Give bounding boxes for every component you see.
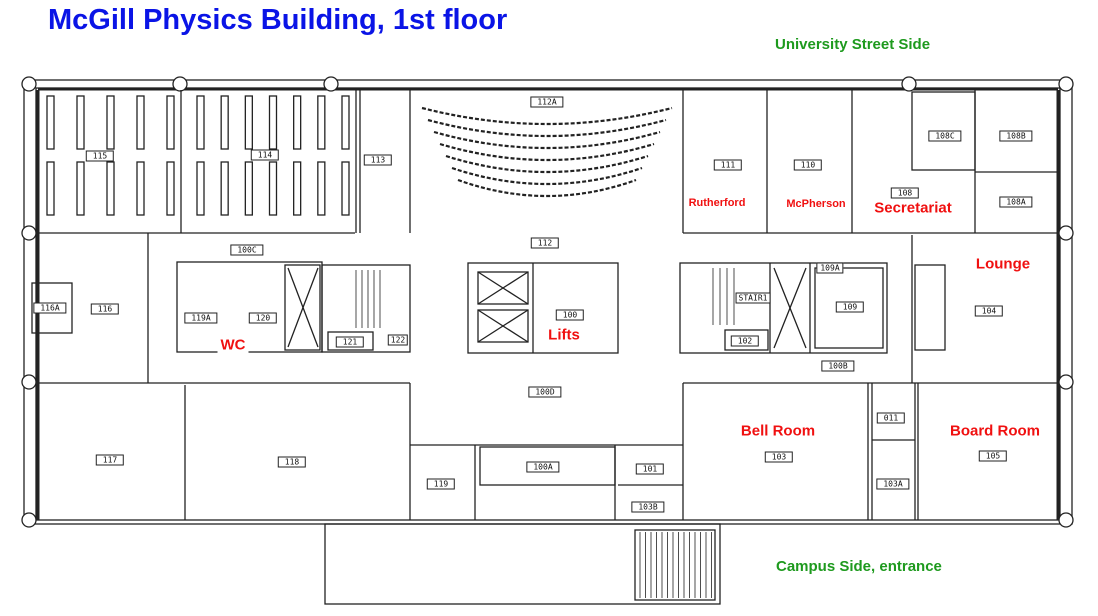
room-119A[interactable]: 119A (184, 312, 218, 324)
desk (293, 161, 302, 216)
desk (220, 95, 229, 150)
lounge-label: Lounge (975, 255, 1031, 273)
desk (268, 95, 278, 150)
room-114[interactable]: 114 (250, 149, 280, 161)
room-117[interactable]: 117 (95, 454, 125, 466)
desk (166, 161, 175, 216)
room-112A[interactable]: 112A (530, 96, 564, 108)
bell-room-label: Bell Room (740, 422, 816, 440)
desk (196, 161, 205, 216)
room-109[interactable]: 109 (835, 301, 865, 313)
rutherford-label: Rutherford (688, 197, 746, 209)
room-100D[interactable]: 100D (528, 386, 562, 398)
room-101[interactable]: 101 (635, 463, 665, 475)
desk (166, 95, 175, 150)
room-100B[interactable]: 100B (821, 360, 855, 372)
room-118[interactable]: 118 (277, 456, 307, 468)
room-108[interactable]: 108 (890, 187, 920, 199)
desk (106, 161, 115, 216)
seat-row (451, 166, 643, 186)
desk (244, 161, 253, 216)
seat-row (457, 178, 637, 198)
room-113[interactable]: 113 (363, 154, 393, 166)
north-side-label: University Street Side (775, 36, 931, 53)
page-title: McGill Physics Building, 1st floor (48, 4, 508, 36)
room-100[interactable]: 100 (555, 309, 585, 321)
room-104[interactable]: 104 (974, 305, 1004, 317)
wc-label: WC (217, 336, 249, 354)
mcpherson-label: McPherson (786, 198, 846, 210)
room-110[interactable]: 110 (793, 159, 823, 171)
room-108A[interactable]: 108A (999, 196, 1033, 208)
room-116A[interactable]: 116A (33, 302, 67, 314)
desk (46, 161, 55, 216)
room-119[interactable]: 119 (426, 478, 456, 490)
desk (76, 161, 85, 216)
room-011[interactable]: 011 (876, 412, 906, 424)
room-116[interactable]: 116 (90, 303, 120, 315)
desk (46, 95, 55, 150)
room-108B[interactable]: 108B (999, 130, 1033, 142)
room-120[interactable]: 120 (248, 312, 278, 324)
room-108C[interactable]: 108C (928, 130, 962, 142)
desk (196, 95, 205, 150)
desk (317, 95, 326, 150)
room-105[interactable]: 105 (978, 450, 1008, 462)
room-100A[interactable]: 100A (526, 461, 560, 473)
room-121[interactable]: 121 (335, 336, 365, 348)
desk (317, 161, 326, 216)
room-100C[interactable]: 100C (230, 244, 264, 256)
room-103A[interactable]: 103A (876, 478, 910, 490)
seat-row (433, 130, 661, 150)
room-109A[interactable]: 109A (816, 262, 844, 274)
desk (341, 161, 350, 216)
room-111[interactable]: 111 (713, 159, 743, 171)
secretariat-label: Secretariat (874, 199, 952, 217)
seat-row (421, 106, 673, 126)
inner-outer-wall (35, 87, 1061, 521)
south-side-label: Campus Side, entrance (776, 558, 942, 575)
room-103[interactable]: 103 (764, 451, 794, 463)
stair-1[interactable]: STAIR1 (735, 292, 771, 304)
room-112[interactable]: 112 (530, 237, 560, 249)
desk (220, 161, 229, 216)
seat-row (439, 142, 655, 162)
seat-row (445, 154, 649, 174)
desk (136, 161, 145, 216)
room-103B[interactable]: 103B (631, 501, 665, 513)
board-room-label: Board Room (950, 422, 1040, 440)
seat-row (427, 118, 667, 138)
desk (76, 95, 85, 150)
desk (106, 95, 115, 150)
lifts-label: Lifts (548, 326, 580, 344)
room-115[interactable]: 115 (85, 150, 115, 162)
desk (268, 161, 278, 216)
desk (293, 95, 302, 150)
desk (244, 95, 253, 150)
room-102[interactable]: 102 (730, 335, 760, 347)
desk (341, 95, 350, 150)
room-122[interactable]: 122 (387, 334, 409, 346)
desk (136, 95, 145, 150)
